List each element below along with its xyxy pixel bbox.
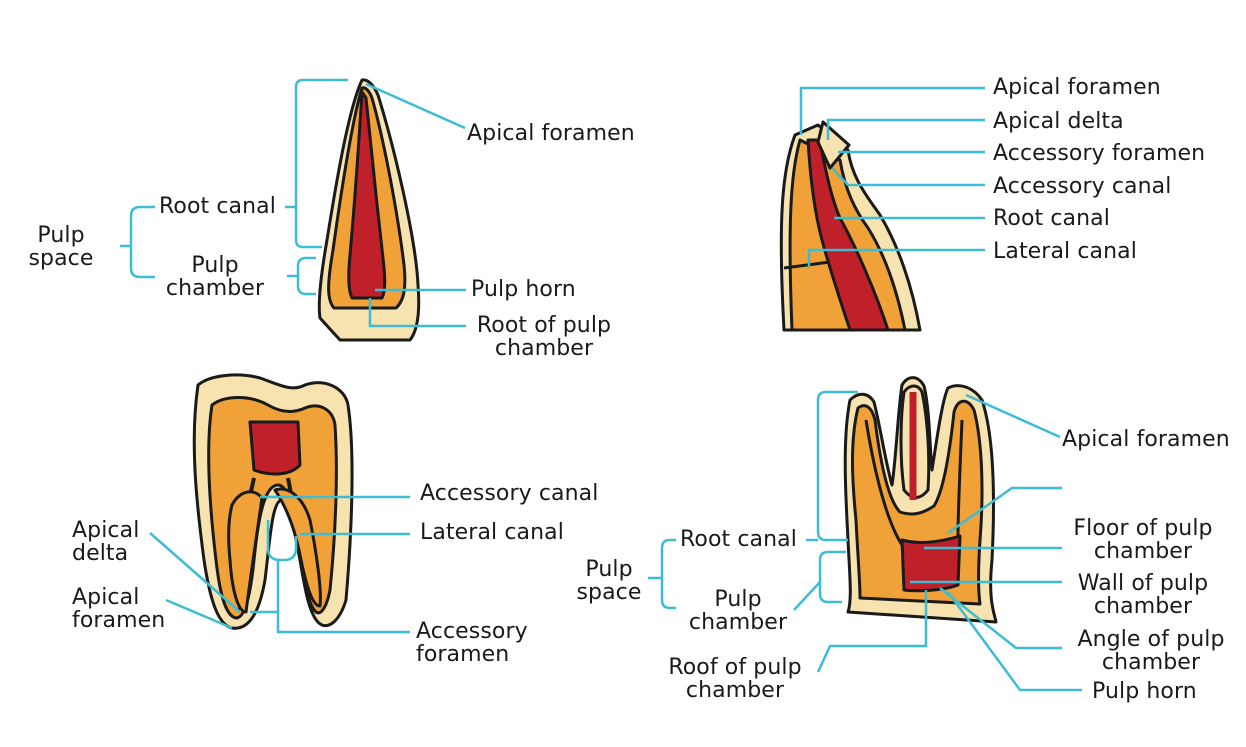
label-root-apex-apical-foramen: Apical foramen <box>993 75 1161 100</box>
label-incisor-pulp-horn: Pulp horn <box>471 277 576 302</box>
label-multirooted-floor-of-pulp-chamber: Floor of pulp chamber <box>1073 516 1213 564</box>
label-multirooted-roof-of-pulp-chamber: Roof of pulp chamber <box>668 655 802 703</box>
label-incisor-apical-foramen: Apical foramen <box>467 121 635 146</box>
multirooted-illustration <box>843 376 998 624</box>
molar-inner-root-left <box>227 490 264 614</box>
label-molar-accessory-canal: Accessory canal <box>420 481 599 506</box>
label-incisor-root-canal: Root canal <box>159 194 276 219</box>
multirooted-bracket-pulp-space <box>660 538 676 610</box>
incisor-illustration <box>317 78 421 342</box>
label-molar-lateral-canal: Lateral canal <box>420 520 564 545</box>
label-molar-accessory-foramen: Accessory foramen <box>416 619 528 667</box>
multirooted-bracket-root-canal <box>816 390 858 542</box>
root-apex-leader-lateral-canal <box>807 248 985 268</box>
incisor-pulp <box>347 90 387 300</box>
molar-leader-apical-foramen <box>165 598 233 630</box>
multirooted-bracket-pulp-chamber <box>818 550 846 604</box>
label-root-apex-apical-delta: Apical delta <box>993 109 1124 134</box>
label-multirooted-pulp-chamber: Pulp chamber <box>688 587 788 635</box>
label-incisor-pulp-space: Pulp space <box>28 223 94 271</box>
incisor-bracket-root-canal <box>294 78 348 249</box>
root-apex-leader-accessory-canal <box>831 167 985 187</box>
incisor-leaders <box>120 78 466 328</box>
molar-leader-accessory-foramen <box>250 610 410 634</box>
root-apex-delta <box>816 120 851 170</box>
label-root-apex-root-canal: Root canal <box>993 206 1110 231</box>
multirooted-leader-roof-of-pulp-chamber <box>816 590 928 673</box>
label-incisor-pulp-chamber: Pulp chamber <box>165 253 265 301</box>
molar-illustration <box>192 373 354 630</box>
root-apex-lateral-fracture <box>783 260 831 270</box>
label-molar-apical-foramen: Apical foramen <box>72 585 166 633</box>
molar-inner-root-right <box>273 487 322 608</box>
multirooted-leader-pulp-space-chamber-line <box>939 587 1062 650</box>
incisor-bracket-pulp-space <box>129 205 155 279</box>
molar-leaders <box>149 495 410 634</box>
label-multirooted-apical-foramen: Apical foramen <box>1062 427 1230 452</box>
molar-leader-apical-delta <box>149 532 241 613</box>
multirooted-leader-floor-of-pulp-chamber <box>947 486 1062 535</box>
root-apex-leaders <box>799 86 985 268</box>
molar-bracket-accessory-foramen <box>266 520 298 562</box>
root-apex-leader-apical-foramen <box>799 86 985 135</box>
incisor-leader-root-of-pulp-chamber <box>368 298 466 328</box>
multirooted-pulp-chamber <box>900 534 962 593</box>
root-apex-leader-apical-delta <box>826 118 985 140</box>
label-root-apex-lateral-canal: Lateral canal <box>993 239 1137 264</box>
label-multirooted-pulp-space: Pulp space <box>576 557 642 605</box>
label-multirooted-pulp-horn: Pulp horn <box>1092 679 1197 704</box>
label-root-apex-accessory-foramen: Accessory foramen <box>993 141 1206 166</box>
incisor-leader-apical-foramen <box>365 82 466 130</box>
label-multirooted-angle-of-pulp-chamber: Angle of pulp chamber <box>1077 627 1225 675</box>
label-molar-apical-delta: Apical delta <box>72 518 140 566</box>
multirooted-leaders <box>648 390 1082 692</box>
incisor-bracket-pulp-chamber <box>296 256 316 296</box>
root-apex-illustration <box>779 120 922 332</box>
label-multirooted-root-canal: Root canal <box>680 527 797 552</box>
molar-pulp-chamber <box>248 420 302 476</box>
label-multirooted-wall-of-pulp-chamber: Wall of pulp chamber <box>1077 571 1209 619</box>
root-apex-pulp <box>806 138 890 332</box>
multirooted-leader-pulp-chamber <box>793 581 821 611</box>
multirooted-leader-apical-foramen <box>965 393 1061 439</box>
multirooted-root-canal-left <box>864 419 904 546</box>
multirooted-leader-pulp-horn <box>946 591 1082 692</box>
label-root-apex-accessory-canal: Accessory canal <box>993 174 1172 199</box>
label-incisor-root-of-pulp-chamber: Root of pulp chamber <box>476 313 612 361</box>
